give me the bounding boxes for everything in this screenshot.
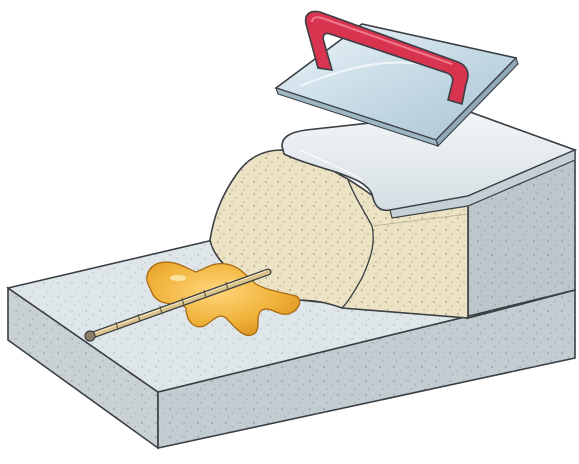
- rod-end-cap: [85, 331, 95, 341]
